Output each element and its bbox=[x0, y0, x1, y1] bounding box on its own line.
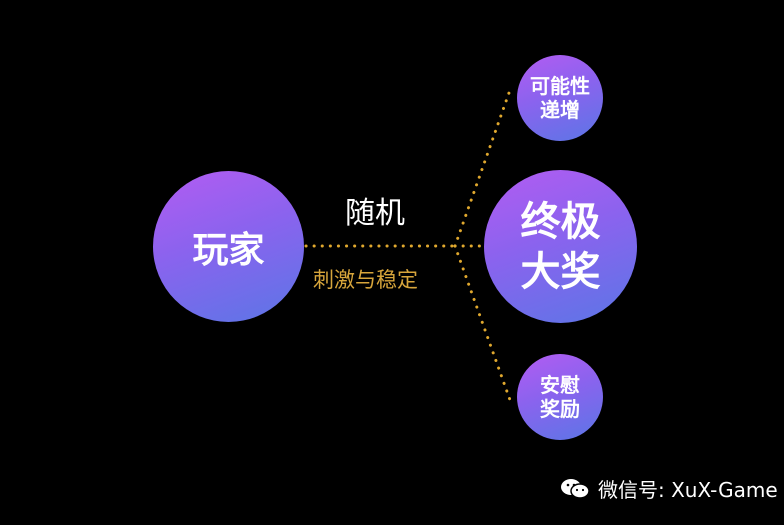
probability-increase-node: 可能性 递增 bbox=[517, 55, 603, 141]
player-node: 玩家 bbox=[153, 171, 304, 322]
bottom-node-line-2: 奖励 bbox=[540, 397, 580, 421]
bottom-node-line-1: 安慰 bbox=[540, 373, 580, 397]
edge-label-excitement-stability: 刺激与稳定 bbox=[313, 268, 418, 292]
grand-prize-line-1: 终极 bbox=[520, 197, 601, 245]
top-node-line-2: 递增 bbox=[540, 98, 580, 122]
grand-prize-line-2: 大奖 bbox=[520, 247, 601, 295]
watermark: 微信号: XuX-Game bbox=[560, 474, 778, 503]
watermark-text: 微信号: XuX-Game bbox=[598, 478, 778, 502]
consolation-reward-node: 安慰 奖励 bbox=[517, 354, 603, 440]
wechat-icon bbox=[561, 478, 590, 499]
grand-prize-node: 终极 大奖 bbox=[484, 170, 637, 323]
player-label: 玩家 bbox=[192, 228, 265, 271]
connector-hub-to-top bbox=[453, 88, 512, 248]
top-node-line-1: 可能性 bbox=[530, 74, 590, 98]
edge-label-random: 随机 bbox=[345, 196, 405, 231]
connector-hub-to-bottom bbox=[453, 244, 512, 402]
